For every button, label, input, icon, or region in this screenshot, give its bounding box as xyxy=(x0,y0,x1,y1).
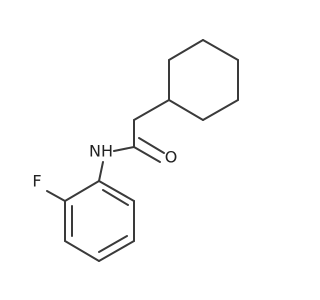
benzene-inner-double-bond xyxy=(98,235,128,253)
benzene-bond xyxy=(98,240,135,262)
benzene-bond xyxy=(98,180,135,202)
nitrogen-hydrogen-label: NH xyxy=(89,142,113,161)
carbonyl-double-bond xyxy=(133,146,161,163)
atom-labels: O NH F xyxy=(32,142,177,191)
oxygen-label: O xyxy=(165,148,178,167)
chemical-structure: O NH F xyxy=(32,39,239,262)
carbon-to-fluorine-bond xyxy=(46,190,66,202)
cyclohexane-bond xyxy=(202,39,239,61)
ring-to-methylene-bond xyxy=(133,99,170,121)
benzene-inner-double-bond xyxy=(102,189,129,206)
benzene-bond xyxy=(64,180,100,202)
carbonyl-to-nitrogen-bond xyxy=(113,146,135,152)
nitrogen-to-phenyl-bond xyxy=(98,161,104,182)
fluorine-label: F xyxy=(32,172,41,191)
cyclohexane-bond xyxy=(202,99,239,121)
cyclohexane-bond xyxy=(168,99,204,121)
benzene-bond xyxy=(64,240,100,262)
bonds xyxy=(46,39,239,262)
carbonyl-double-bond xyxy=(138,137,165,154)
cyclohexane-bond xyxy=(168,39,204,61)
